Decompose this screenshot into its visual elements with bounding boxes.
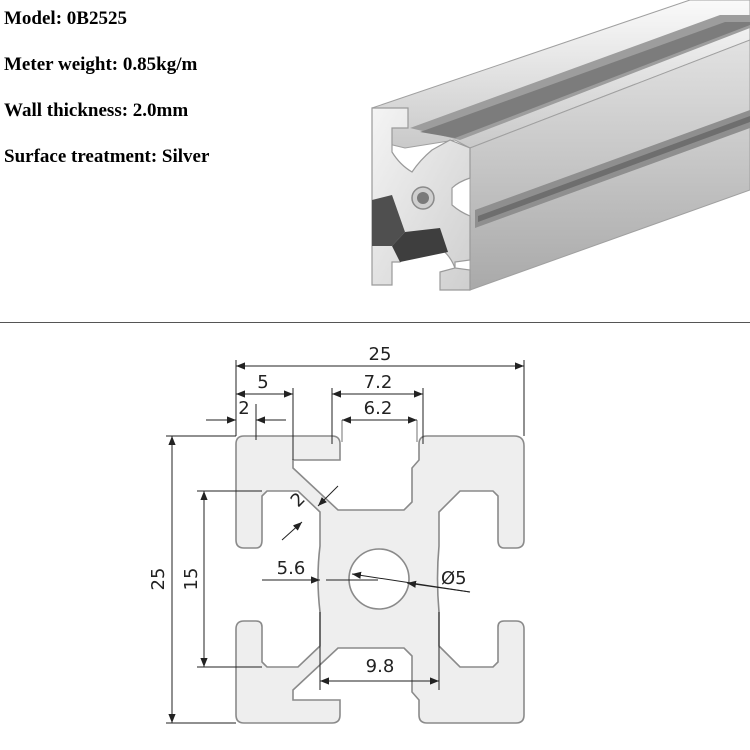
dim-core-width: 5.6 bbox=[277, 558, 306, 579]
dim-slot-opening-outer: 7.2 bbox=[364, 372, 393, 393]
dim-bore-diameter: Ø5 bbox=[441, 568, 467, 589]
wall-thickness-label: Wall thickness: 2.0mm bbox=[4, 100, 189, 121]
dim-slot-inner-width: 9.8 bbox=[366, 656, 395, 677]
spec-list: Model: 0B2525 Meter weight: 0.85kg/m Wal… bbox=[4, 8, 209, 192]
dim-slot-offset: 5 bbox=[257, 372, 268, 393]
dim-slot-opening-inner: 6.2 bbox=[364, 398, 393, 419]
section-divider bbox=[0, 322, 750, 323]
cross-section-drawing: 25 5 7.2 2 6.2 2 15 25 5.6 Ø5 9.8 bbox=[148, 344, 525, 724]
dim-overall-height: 25 bbox=[148, 568, 169, 591]
meter-weight-label: Meter weight: 0.85kg/m bbox=[4, 54, 198, 75]
extrusion-product-photo bbox=[371, 0, 750, 291]
surface-treatment-label: Surface treatment: Silver bbox=[4, 146, 210, 167]
dim-lip-thickness: 2 bbox=[238, 398, 249, 419]
dim-inner-height: 15 bbox=[181, 568, 202, 591]
model-label: Model: 0B2525 bbox=[4, 8, 127, 29]
profile-outline bbox=[235, 435, 525, 724]
dim-overall-width: 25 bbox=[369, 344, 392, 365]
